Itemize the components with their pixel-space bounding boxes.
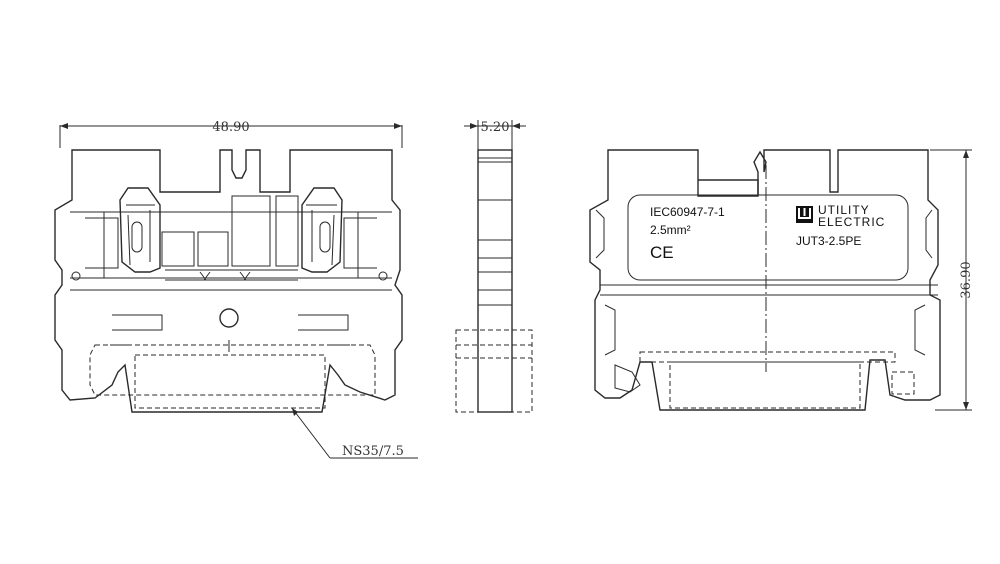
label-frame-lines [600,284,938,296]
brand-line1: UTILITY [818,203,870,217]
thickness-dimension: 5.20 [464,120,526,150]
height-dimension-label: 36.90 [959,261,974,298]
thickness-dimension-label: 5.20 [481,120,510,135]
side-view: 5.20 [455,120,533,413]
width-dimension-label: 48.90 [212,120,249,135]
front-view: 48.90 [54,120,418,459]
front-mounting-hole [219,308,239,328]
right-screw-hole [378,271,388,281]
front-lower-frame [70,289,392,346]
label-body-outline [589,149,941,411]
brand-logo-icon [796,206,813,223]
width-dimension: 48.90 [59,120,403,148]
rail-leader: NS35/7.5 [291,407,418,459]
side-body-lines [478,157,512,306]
side-body [477,149,513,413]
left-screw-hole [71,271,81,281]
front-inner-frame [70,211,392,279]
label-view: 36.90 IEC60947-7-1 2.5mm² CE UTILITY EL [589,149,974,411]
model-text: JUT3-2.5PE [796,234,861,248]
front-din-rail [89,340,376,409]
label-side-ribs [595,209,933,356]
cross-section-text: 2.5mm² [650,223,691,237]
label-din-rail [614,351,915,409]
height-dimension: 36.90 [930,149,974,411]
left-spring-clamp [85,187,161,273]
brand-line2: ELECTRIC [818,215,885,229]
front-body-outline [54,149,403,413]
ce-mark: CE [650,243,674,262]
standard-text: IEC60947-7-1 [650,205,725,219]
center-contact-blocks [161,195,299,281]
rail-label: NS35/7.5 [342,444,404,459]
right-spring-clamp [301,187,377,273]
label-top-slot [698,179,759,196]
side-din-rail [455,329,533,413]
marker-label-panel [627,194,909,281]
